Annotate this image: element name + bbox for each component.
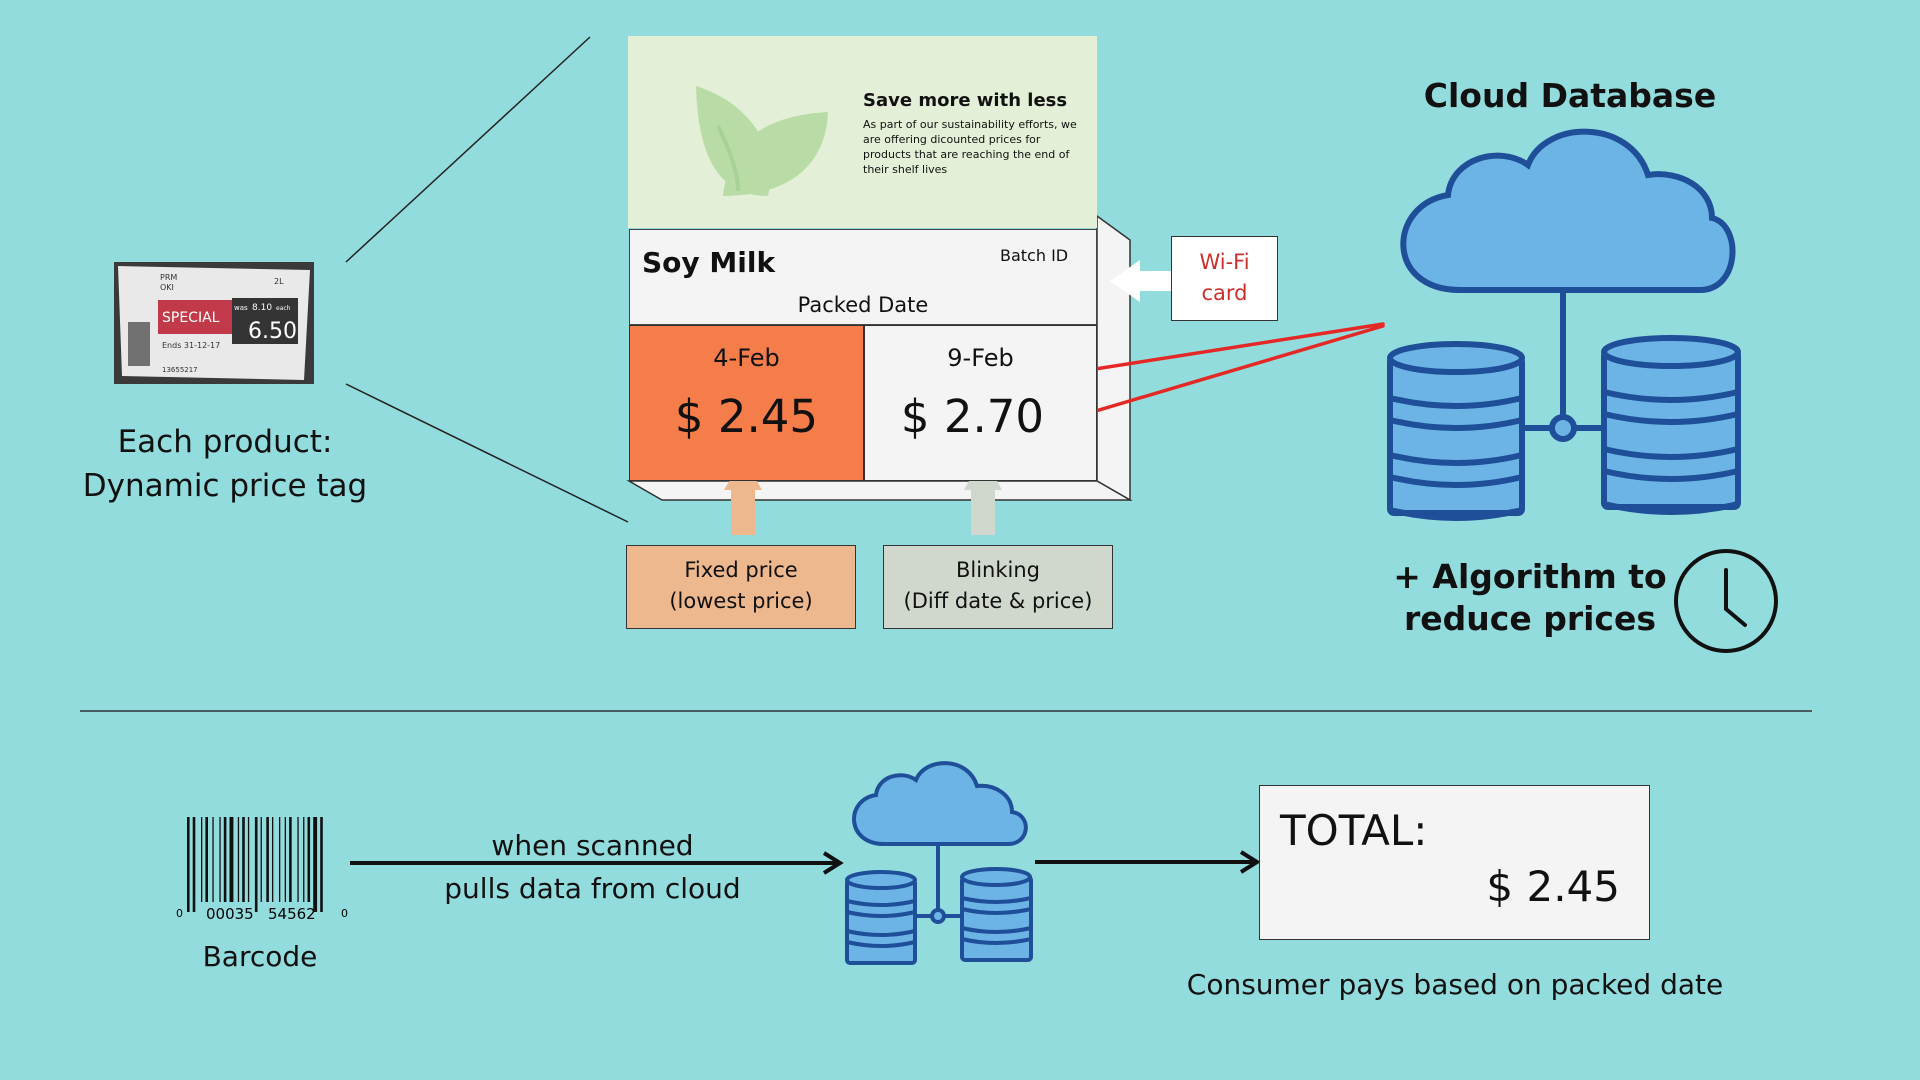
barcode-bar [279, 817, 281, 902]
barcode-bar [192, 817, 196, 912]
barcode-bar [297, 817, 299, 902]
pays-caption: Consumer pays based on packed date [1186, 968, 1724, 1001]
barcode-bar [303, 817, 305, 902]
barcode-bar [313, 817, 318, 912]
esl-was: was [234, 304, 248, 312]
barcode-bar [201, 817, 203, 902]
barcode-bar [187, 817, 190, 912]
esl-brand2: OKI [160, 283, 174, 292]
barcode-digit: 54562 [268, 905, 316, 923]
barcode-bar [229, 817, 234, 902]
packed-date-label: Packed Date [797, 293, 929, 317]
fixed-price-box: Fixed price (lowest price) [626, 545, 856, 629]
barcode-bar [289, 817, 292, 902]
scan-text: when scanned pulls data from cloud [444, 829, 741, 905]
barcode-bar [284, 817, 286, 902]
tag-depth-right [1096, 214, 1131, 502]
esl-brand: PRM [160, 273, 177, 282]
barcode-bar [272, 817, 274, 902]
barcode-bar [237, 817, 240, 902]
batch-id-label: Batch ID [1000, 246, 1069, 265]
clock-icon [1674, 549, 1778, 653]
barcode-bar [205, 817, 208, 902]
wifi-arrow [1110, 260, 1171, 302]
blinking-box: Blinking (Diff date & price) [883, 545, 1113, 629]
tag-depth-bottom [626, 480, 1133, 501]
price-cell-fixed [629, 325, 864, 481]
price-cell-price: $ 2.70 [900, 390, 1045, 443]
price-cell-date: 9-Feb [947, 344, 1014, 372]
barcode-bar [254, 817, 258, 912]
esl-code: 13655217 [162, 366, 198, 374]
barcode-digit: 0 [176, 907, 183, 920]
barcode-bar [212, 817, 214, 902]
banner-body: As part of our sustainability efforts, w… [863, 118, 1077, 176]
tag-banner [628, 36, 1097, 228]
price-cell-blink [864, 325, 1097, 481]
total-value: $ 2.45 [1486, 862, 1620, 911]
total-label: TOTAL: [1280, 806, 1428, 855]
zoom-line-bottom [345, 383, 629, 523]
barcode-digit: 00035 [206, 905, 254, 923]
tag-product-header [629, 229, 1097, 325]
product-name: Soy Milk [642, 246, 776, 279]
banner-title: Save more with less [863, 90, 1068, 111]
esl-special: SPECIAL [162, 310, 220, 326]
price-cell-price: $ 2.45 [674, 390, 819, 443]
esl-per: each [276, 305, 291, 312]
barcode-bar [307, 817, 311, 902]
zoom-line-top [345, 36, 591, 263]
barcode-icon [187, 817, 323, 912]
price-cell-date: 4-Feb [713, 344, 780, 372]
barcode-bar [320, 817, 323, 912]
esl-was-price: 8.10 [252, 303, 272, 313]
barcode-bar [242, 817, 245, 902]
cloud-database-icon [1387, 128, 1741, 521]
leaf-icon [696, 86, 828, 196]
esl-caption: Each product: Dynamic price tag [82, 424, 368, 504]
barcode-bar [223, 817, 227, 902]
algorithm-text: + Algorithm to reduce prices [1393, 557, 1667, 638]
cloud-database-title: Cloud Database [1423, 76, 1717, 115]
barcode-caption: Barcode [202, 940, 318, 973]
barcode-bar [266, 817, 269, 902]
esl-size: 2L [274, 277, 284, 286]
barcode-bar [260, 817, 262, 902]
barcode-digits: 0 00035 54562 0 [176, 905, 348, 923]
cloud-database-small-icon [845, 761, 1033, 965]
esl-price: 6.50 [248, 319, 297, 344]
esl-photo: PRM OKI 2L SPECIAL was 8.10 each 6.50 En… [114, 262, 314, 384]
barcode-bar [247, 817, 250, 902]
barcode-digit: 0 [341, 907, 348, 920]
wifi-card-box: Wi-Fi card [1171, 236, 1278, 321]
esl-ends: Ends 31-12-17 [162, 341, 220, 350]
total-box [1259, 785, 1650, 940]
barcode-bar [219, 817, 221, 902]
flow-arrows [350, 850, 1261, 875]
